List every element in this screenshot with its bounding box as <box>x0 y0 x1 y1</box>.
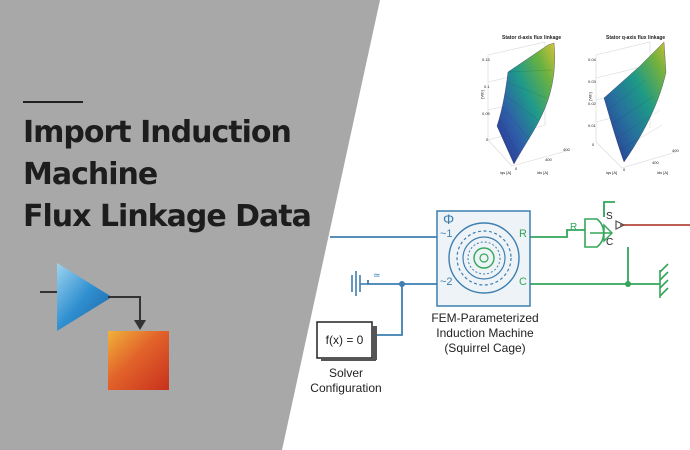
plot-left-ytick: 400 <box>563 147 570 152</box>
title-line-1: Import Induction <box>23 115 292 150</box>
sensor-port-r: R <box>570 222 578 233</box>
title-line-3: Flux Linkage Data <box>23 199 312 234</box>
junction-dot <box>625 281 631 287</box>
plot-left-ztick: 0 <box>486 137 489 142</box>
machine-caption-1: FEM-Parameterized <box>431 311 539 325</box>
machine-port-phi: Φ <box>443 211 455 227</box>
plot-left-ztick: 0.1 <box>484 84 490 89</box>
solver-configuration-block[interactable] <box>316 321 377 361</box>
plot-left-ylabel: ids [A] <box>537 170 549 175</box>
plot-right-ztick: 0.02 <box>588 101 596 106</box>
plot-right-xtick: 400 <box>652 160 659 165</box>
machine-caption-2: Induction Machine <box>436 326 534 340</box>
plot-right-ztick: 0.01 <box>588 123 596 128</box>
plot-right-ylabel: ids [A] <box>657 170 669 175</box>
junction-dot <box>399 281 405 287</box>
title-line-2: Machine <box>23 157 158 192</box>
machine-port-c: C <box>519 276 527 288</box>
machine-caption-3: (Squirrel Cage) <box>444 341 526 355</box>
plot-left-zlabel: [Wb] <box>479 90 485 99</box>
ground-label: ≃ <box>373 270 381 280</box>
plot-left-ztick: 0.05 <box>482 111 490 116</box>
plot-left-xtick: 0 <box>515 166 518 171</box>
plot-left-xlabel: iqs [A] <box>500 170 512 175</box>
sensor-port-s: S <box>606 211 613 222</box>
sensor-port-c: C <box>606 237 614 248</box>
solver-label: f(x) = 0 <box>325 333 364 347</box>
machine-port-r: R <box>519 228 527 240</box>
plot-left-title: Stator d-axis flux linkage <box>502 35 562 41</box>
plot-right-xlabel: iqs [A] <box>606 170 618 175</box>
plot-right-ztick: 0.03 <box>588 79 596 84</box>
title-rule <box>23 101 83 103</box>
plot-right-ztick: 0 <box>592 142 595 147</box>
solver-caption-2: Configuration <box>310 381 382 395</box>
plot-left-xtick: 400 <box>545 157 552 162</box>
machine-port-2: ~2 <box>440 276 453 288</box>
wires <box>330 201 690 336</box>
plot-right-xtick: 0 <box>623 167 626 172</box>
motion-sensor-block[interactable] <box>584 218 626 248</box>
plot-right <box>595 41 677 169</box>
mechanical-ground-icon <box>659 263 669 298</box>
induction-machine-block[interactable] <box>436 210 531 307</box>
machine-port-1: ~1 <box>440 228 453 240</box>
solver-caption-1: Solver <box>328 366 363 380</box>
simulink-blocks-icon <box>40 263 169 390</box>
plot-right-ztick: 0.04 <box>588 57 596 62</box>
plot-right-title: Stator q-axis flux linkage <box>606 35 666 41</box>
plot-left <box>487 41 571 167</box>
plot-right-zlabel: [Wb] <box>587 92 593 101</box>
gray-panel <box>0 0 380 450</box>
electrical-reference-icon <box>351 271 368 296</box>
plot-right-ytick: 400 <box>672 148 679 153</box>
plot-left-ztick: 0.15 <box>482 57 490 62</box>
